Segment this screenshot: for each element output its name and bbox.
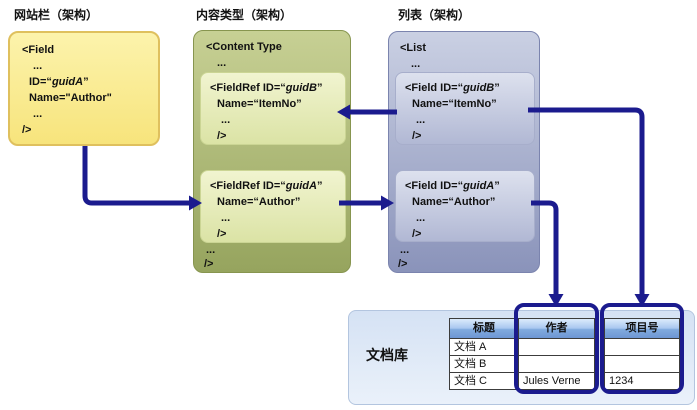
table-column-itemno: 项目号 1234: [604, 318, 680, 390]
table-column-title: 标题 文档 A 文档 B 文档 C: [449, 318, 519, 390]
code-line-field-close: />: [22, 124, 32, 136]
code-line-ellipsis: ...: [416, 212, 426, 224]
code-line-ellipsis: ...: [221, 114, 231, 126]
column-header-author: 作者: [518, 318, 595, 339]
arrow-sitecolumn-to-fieldref-guida: [82, 146, 190, 206]
code-line-field-name: Name=“ItemNo”: [412, 98, 497, 110]
site-column-field-box: <Field ... ID=“guidA” Name="Author" ... …: [8, 31, 160, 146]
code-line-field-open: <Field: [22, 44, 55, 56]
code-line-ellipsis: ...: [411, 58, 421, 70]
code-line-ellipsis: ...: [217, 57, 227, 69]
code-line-contenttype-open: <Content Type: [206, 41, 282, 53]
code-line-contenttype-close: />: [204, 258, 214, 270]
code-line-ellipsis: ...: [400, 244, 410, 256]
code-line-list-close: />: [398, 258, 408, 270]
code-line-field-name: Name="Author": [29, 92, 112, 104]
code-line-fieldref-name: Name=“ItemNo”: [217, 98, 302, 110]
content-type-box: <Content Type ... <FieldRef ID=“guidB” N…: [193, 30, 351, 273]
code-line-fieldref-close: />: [217, 130, 227, 142]
fieldref-guida-box: <FieldRef ID=“guidA” Name=“Author” ... /…: [200, 170, 346, 243]
code-line-fieldref-close: />: [217, 228, 227, 240]
code-line-fieldref-id: <FieldRef ID=“guidA”: [210, 180, 323, 192]
code-line-field-close: />: [412, 228, 422, 240]
table-cell: 1234: [604, 372, 680, 390]
document-library-table: 标题 文档 A 文档 B 文档 C 作者 Jules Verne 项目号 123…: [449, 318, 680, 390]
code-line-ellipsis: ...: [416, 114, 426, 126]
author-column-highlight: [514, 303, 599, 394]
code-line-field-name: Name=“Author”: [412, 196, 496, 208]
code-line-ellipsis: ...: [206, 244, 216, 256]
code-line-ellipsis: ...: [33, 60, 43, 72]
list-box: <List ... <Field ID=“guidB” Name=“ItemNo…: [388, 31, 540, 273]
table-cell: 文档 A: [449, 338, 519, 356]
column-header-title: 标题: [449, 318, 519, 339]
table-cell: 文档 B: [449, 355, 519, 373]
code-line-field-close: />: [412, 130, 422, 142]
fieldref-guidb-box: <FieldRef ID=“guidB” Name=“ItemNo” ... /…: [200, 72, 346, 145]
site-column-title: 网站栏（架构）: [14, 8, 99, 22]
code-line-fieldref-name: Name=“Author”: [217, 196, 301, 208]
itemno-column-highlight: [600, 303, 684, 394]
arrow-listfield-guidb-to-itemno-column: [528, 107, 645, 295]
document-library-label: 文档库: [366, 347, 408, 363]
code-line-fieldref-id: <FieldRef ID=“guidB”: [210, 82, 323, 94]
code-line-ellipsis: ...: [221, 212, 231, 224]
code-line-field-id: <Field ID=“guidB”: [405, 82, 500, 94]
code-line-field-id: <Field ID=“guidA”: [405, 180, 500, 192]
content-type-title: 内容类型（架构）: [196, 8, 293, 22]
table-cell: Jules Verne: [518, 372, 595, 390]
list-field-guida-box: <Field ID=“guidA” Name=“Author” ... />: [395, 170, 535, 242]
code-line-list-open: <List: [400, 42, 426, 54]
code-line-field-id: ID=“guidA”: [29, 76, 89, 88]
table-column-author: 作者 Jules Verne: [518, 318, 595, 390]
list-field-guidb-box: <Field ID=“guidB” Name=“ItemNo” ... />: [395, 72, 535, 145]
table-cell: 文档 C: [449, 372, 519, 390]
list-title: 列表（架构）: [398, 8, 471, 22]
code-line-ellipsis: ...: [33, 108, 43, 120]
